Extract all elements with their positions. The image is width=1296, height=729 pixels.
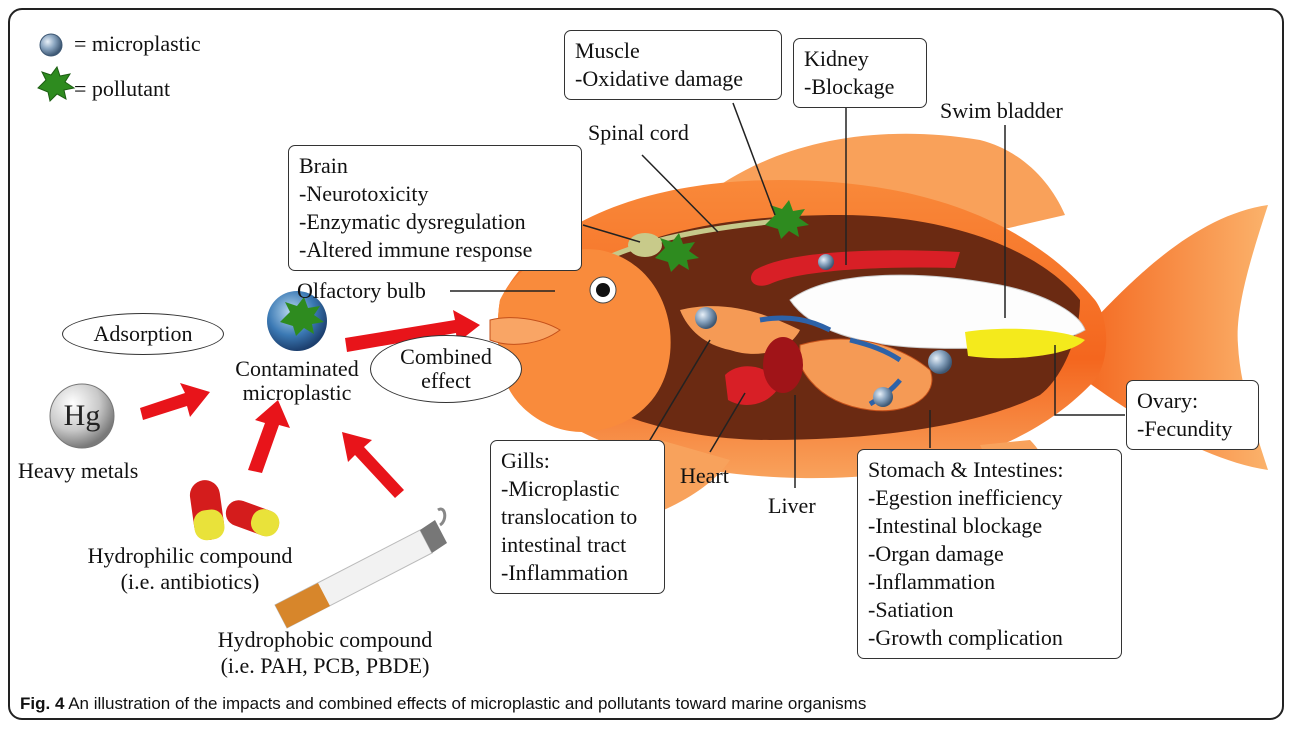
legend-pollutant-label: = pollutant — [74, 76, 170, 102]
hydrophobic-arrow — [342, 432, 404, 498]
gills-effect: translocation to — [501, 503, 654, 531]
gills-effect: intestinal tract — [501, 531, 654, 559]
hg-symbol: Hg — [50, 400, 114, 432]
stomach-effect: -Inflammation — [868, 568, 1111, 596]
muscle-effect: -Oxidative damage — [575, 65, 771, 93]
brain-effect: -Enzymatic dysregulation — [299, 208, 571, 236]
kidney-box: Kidney -Blockage — [793, 38, 927, 108]
fish-pupil — [596, 283, 610, 297]
legend-microplastic-label: = microplastic — [74, 31, 201, 57]
microplastic-particle — [818, 254, 834, 270]
contaminated-label-2: microplastic — [222, 380, 372, 406]
microplastic-particle — [928, 350, 952, 374]
ovary-box: Ovary: -Fecundity — [1126, 380, 1259, 450]
stomach-effect: -Satiation — [868, 596, 1111, 624]
stomach-effect: -Intestinal blockage — [868, 512, 1111, 540]
figure-caption: Fig. 4 An illustration of the impacts an… — [20, 694, 866, 714]
combined-effect-oval: Combined effect — [370, 335, 522, 403]
gills-effect: -Inflammation — [501, 559, 654, 587]
gills-box: Gills: -Microplastic translocation to in… — [490, 440, 665, 594]
combined-effect-label-2: effect — [421, 369, 471, 393]
hydrophilic-label-2: (i.e. antibiotics) — [60, 569, 320, 595]
brain-effect: -Neurotoxicity — [299, 180, 571, 208]
hydrophobic-label-1: Hydrophobic compound — [180, 627, 470, 653]
hydrophobic-label-2: (i.e. PAH, PCB, PBDE) — [180, 653, 470, 679]
heart-label: Heart — [680, 463, 729, 489]
hydrophilic-arrow — [248, 400, 290, 473]
adsorption-label: Adsorption — [94, 322, 193, 346]
microplastic-legend-icon — [40, 34, 62, 56]
stomach-effect: -Growth complication — [868, 624, 1111, 652]
muscle-box: Muscle -Oxidative damage — [564, 30, 782, 100]
heavy-metal-arrow — [140, 383, 210, 420]
brain-effect: -Altered immune response — [299, 236, 571, 264]
antibiotic-capsule-icon — [188, 478, 283, 542]
kidney-title: Kidney — [804, 45, 916, 73]
figure-number: Fig. 4 — [20, 694, 64, 713]
combined-effect-label-1: Combined — [400, 345, 492, 369]
gills-effect: -Microplastic — [501, 475, 654, 503]
liver-label: Liver — [768, 493, 816, 519]
brain-title: Brain — [299, 152, 571, 180]
gills-title: Gills: — [501, 447, 654, 475]
hydrophilic-label-1: Hydrophilic compound — [60, 543, 320, 569]
ovary-title: Ovary: — [1137, 387, 1248, 415]
brain-box: Brain -Neurotoxicity -Enzymatic dysregul… — [288, 145, 582, 271]
olfactory-bulb-label: Olfactory bulb — [297, 278, 426, 304]
swim-bladder-label: Swim bladder — [940, 98, 1063, 124]
muscle-title: Muscle — [575, 37, 771, 65]
stomach-effect: -Egestion inefficiency — [868, 484, 1111, 512]
liver-organ — [763, 337, 803, 393]
microplastic-particle — [695, 307, 717, 329]
pollutant-legend-icon — [38, 67, 74, 101]
brain-organ — [628, 233, 662, 257]
stomach-title: Stomach & Intestines: — [868, 456, 1111, 484]
spinal-cord-label: Spinal cord — [588, 120, 689, 146]
adsorption-oval: Adsorption — [62, 313, 224, 355]
kidney-effect: -Blockage — [804, 73, 916, 101]
stomach-effect: -Organ damage — [868, 540, 1111, 568]
caption-text: An illustration of the impacts and combi… — [64, 694, 866, 713]
heavy-metals-label: Heavy metals — [18, 458, 138, 484]
stomach-intestines-box: Stomach & Intestines: -Egestion ineffici… — [857, 449, 1122, 659]
microplastic-particle — [873, 387, 893, 407]
contaminated-label-1: Contaminated — [222, 356, 372, 382]
ovary-effect: -Fecundity — [1137, 415, 1248, 443]
